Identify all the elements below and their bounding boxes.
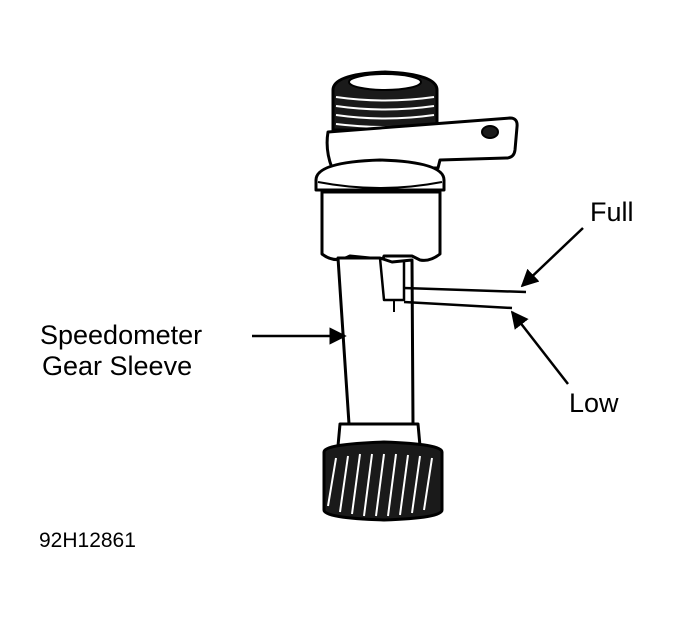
figure-code: 92H12861 [39,529,136,552]
gear-sleeve-illustration [314,70,519,522]
full-arrow [520,227,584,288]
full-mark-line [403,286,527,294]
sleeve-label-line2: Gear Sleeve [42,351,192,381]
low-arrow [510,310,569,385]
retainer-flange [325,116,519,170]
low-label: Low [569,388,619,418]
drive-gear [322,440,444,522]
threaded-cap [331,70,439,132]
low-mark-line [403,300,513,310]
collar-ring [314,158,446,192]
sleeve-body [320,190,442,265]
sleeve-label-line1: Speedometer [40,320,202,350]
leader-arrows [252,227,584,385]
full-label: Full [590,197,634,227]
tapered-shaft [336,256,415,426]
flange-bolt-hole [481,125,499,139]
level-marks [403,286,527,310]
